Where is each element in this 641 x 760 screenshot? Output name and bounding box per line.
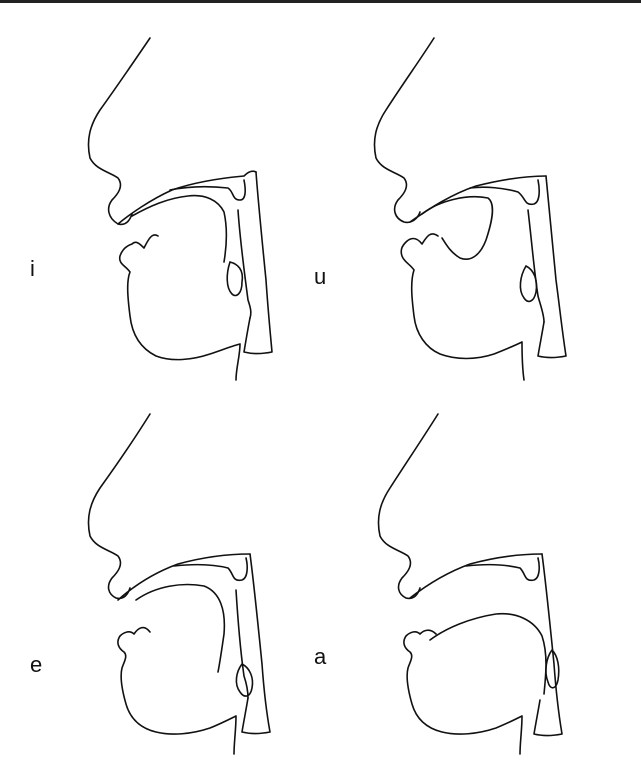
- panel-vowel-i: i: [0, 0, 300, 370]
- vocal-tract-profile-a: [290, 378, 590, 760]
- panel-vowel-a: a: [290, 378, 590, 748]
- panel-vowel-u: u: [290, 0, 590, 370]
- panel-vowel-e: e: [0, 378, 300, 748]
- vocal-tract-profile-e: [0, 378, 300, 760]
- vocal-tract-profile-i: [0, 0, 300, 390]
- vocal-tract-profile-u: [290, 0, 590, 390]
